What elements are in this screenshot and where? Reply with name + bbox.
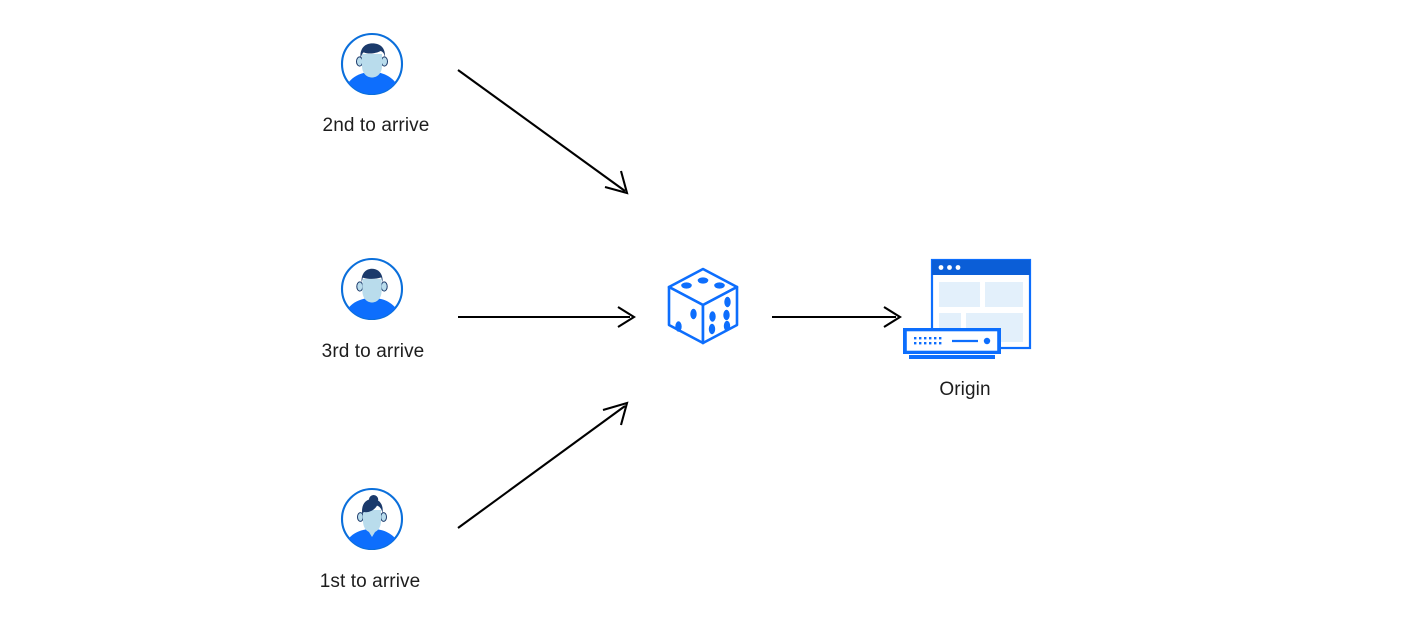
origin-label: Origin	[939, 379, 991, 400]
dice-cube-icon	[667, 267, 739, 345]
server-led	[983, 337, 991, 345]
user-avatar-icon	[340, 32, 404, 96]
dice-top-pips	[681, 277, 725, 289]
window-dots	[938, 265, 961, 270]
dice-right-pips	[708, 296, 731, 335]
arrow-1st-to-dice	[457, 401, 629, 529]
server-vent-dots	[914, 337, 942, 345]
arrow-dice-to-origin	[772, 306, 902, 328]
origin-node[interactable]	[900, 256, 1032, 359]
client-label-2nd: 2nd to arrive	[322, 115, 430, 136]
dice-left-pips	[675, 308, 697, 332]
arrow-3rd-to-dice	[458, 306, 636, 328]
user-avatar-icon	[340, 487, 404, 551]
client-label-1st: 1st to arrive	[319, 571, 421, 592]
client-node-3rd[interactable]	[340, 257, 404, 321]
user-avatar-icon	[340, 257, 404, 321]
client-node-2nd[interactable]	[340, 32, 404, 96]
server-device	[903, 328, 1001, 359]
browser-window-server-icon	[903, 258, 1032, 359]
client-node-1st[interactable]	[340, 487, 404, 551]
client-label-3rd: 3rd to arrive	[321, 341, 425, 362]
random-dice-node[interactable]	[663, 264, 743, 348]
